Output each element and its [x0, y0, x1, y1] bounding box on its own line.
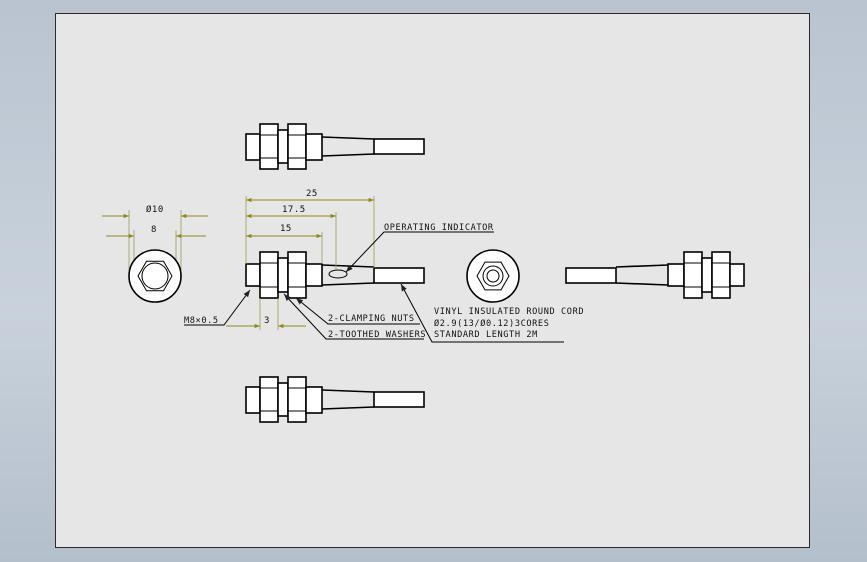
sensor-view-right — [565, 251, 745, 299]
sensor-view-bottom — [245, 376, 425, 423]
dim-thread-length: 17.5 — [282, 205, 306, 215]
label-clamping-nuts: 2-CLAMPING NUTS — [328, 314, 415, 324]
operating-indicator-lamp — [328, 269, 348, 279]
technical-drawing: 25 17.5 15 3 Ø10 8 — [102, 123, 745, 423]
drawing-sheet: 25 17.5 15 3 Ø10 8 — [55, 13, 810, 548]
leader-lines — [184, 231, 564, 343]
sensor-view-main — [245, 251, 425, 299]
label-cord-cores: Ø2.9(13/Ø0.12)3CORES — [434, 318, 549, 329]
label-cord-type: VINYL INSULATED ROUND CORD — [434, 307, 584, 317]
dim-hex-across-corners: Ø10 — [146, 204, 164, 215]
dim-nut-width: 3 — [264, 316, 270, 326]
dim-overall-length: 25 — [306, 189, 318, 199]
dimension-lines — [226, 196, 375, 330]
label-thread: M8×0.5 — [184, 316, 219, 326]
dim-hex-across-flats: 8 — [151, 225, 157, 235]
label-operating-indicator: OPERATING INDICATOR — [384, 223, 494, 233]
sensor-end-view-right — [466, 249, 520, 303]
sensor-end-view-left — [102, 210, 208, 303]
dim-body-length: 15 — [280, 224, 292, 234]
label-cord-length: STANDARD LENGTH 2M — [434, 330, 538, 340]
label-toothed-washers: 2-TOOTHED WASHERS — [328, 330, 426, 340]
sensor-view-top — [245, 123, 425, 170]
